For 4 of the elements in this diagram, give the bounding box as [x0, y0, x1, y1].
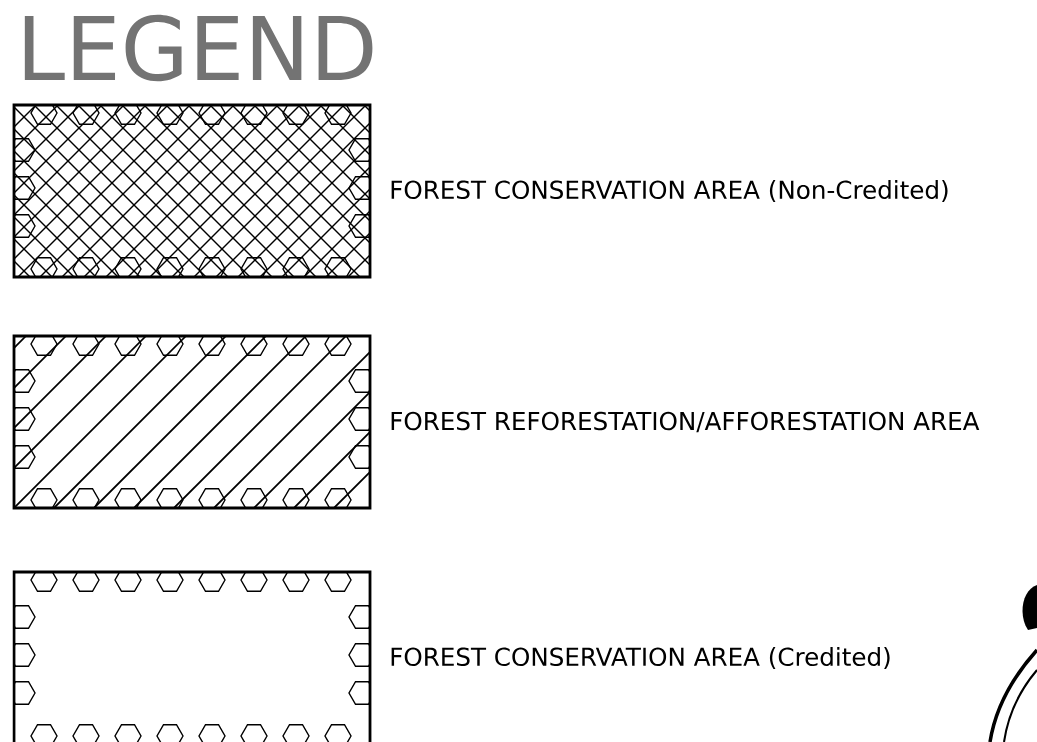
legend-label: FOREST CONSERVATION AREA (Non-Credited) [391, 180, 948, 202]
legend-title: LEGEND [24, 14, 373, 82]
legend-label: FOREST REFORESTATION/AFFORESTATION AREA [391, 411, 980, 433]
legend-label: FOREST CONSERVATION AREA (Credited) [391, 647, 890, 669]
